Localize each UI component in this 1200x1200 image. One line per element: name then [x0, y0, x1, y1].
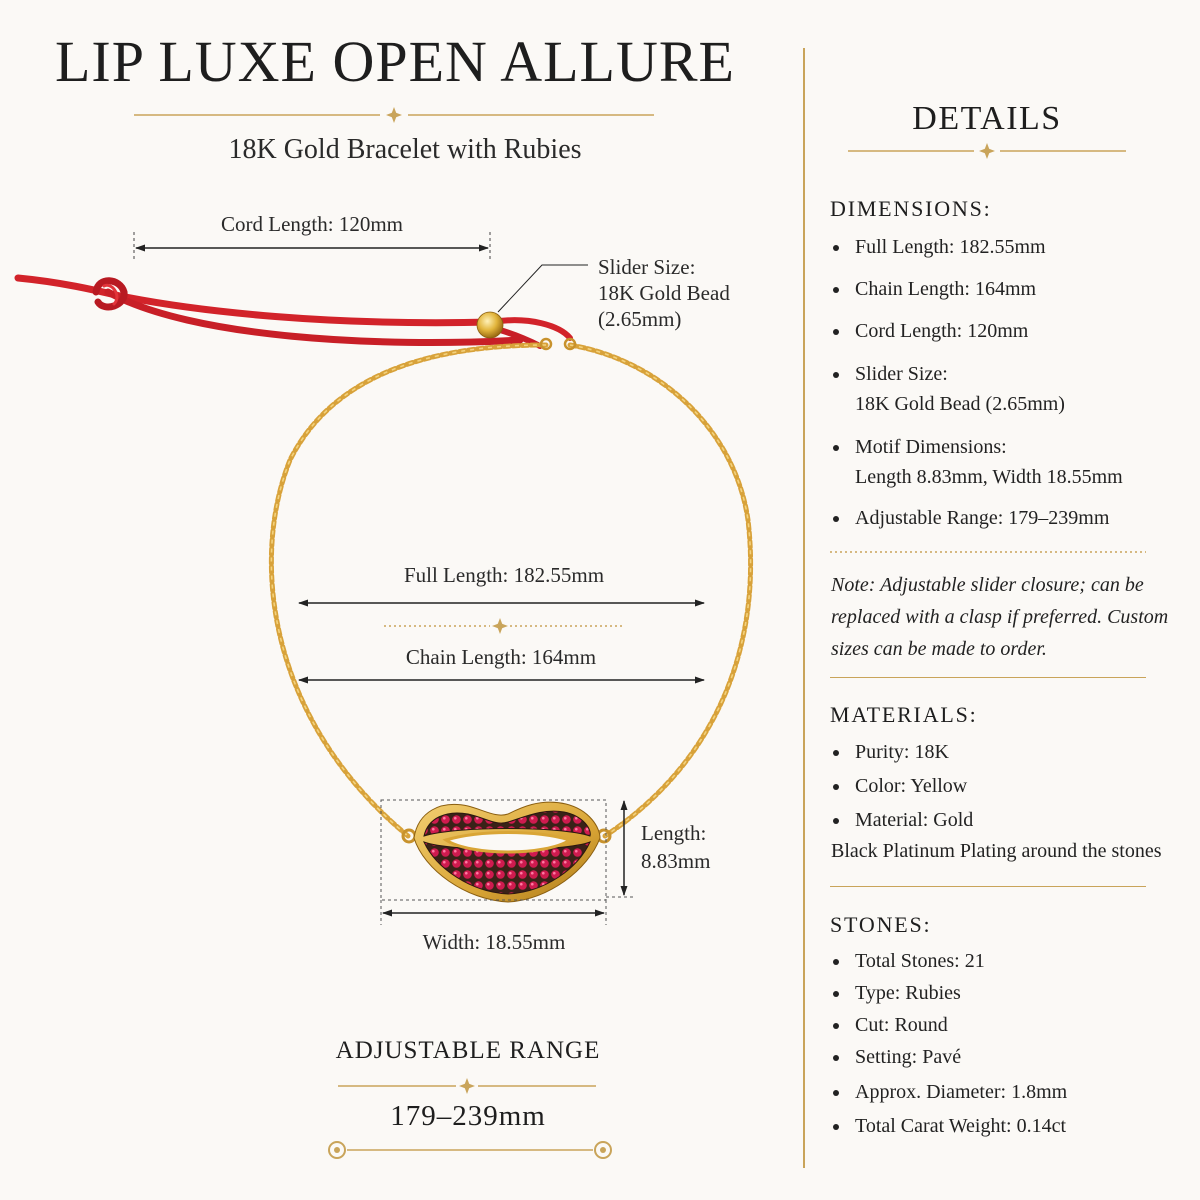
motif-bounding-box — [380, 799, 607, 901]
motif-width-label: Width: 18.55mm — [422, 930, 566, 954]
page-subtitle: 18K Gold Bracelet with Rubies — [228, 134, 582, 165]
lips-motif — [413, 801, 601, 903]
materials-heading: MATERIALS: — [830, 702, 978, 727]
adjustable-range-title: ADJUSTABLE RANGE — [335, 1037, 601, 1064]
details-title: DETAILS — [912, 100, 1062, 137]
slider-leader-line — [497, 264, 588, 313]
note-text: Note: Adjustable slider closure; can be … — [831, 574, 1169, 660]
section-divider — [830, 677, 1146, 678]
cord-length-label: Cord Length: 120mm — [221, 212, 403, 236]
gold-chain — [268, 342, 754, 839]
bracelet-diagram — [14, 232, 754, 925]
range-bottom-ornament — [328, 1141, 612, 1159]
note-dotted-divider — [830, 551, 1146, 553]
full-length-label: Full Length: 182.55mm — [403, 563, 605, 587]
slider-bead — [476, 311, 504, 339]
slider-size-label: Slider Size: — [598, 255, 696, 279]
plating-note: Black Platinum Plating around the stones — [831, 840, 1162, 862]
motif-length-label: Length: — [641, 821, 707, 845]
title-ornament-divider — [134, 107, 654, 123]
vertical-divider — [803, 48, 805, 1168]
range-ornament-divider — [338, 1078, 596, 1094]
stones-heading: STONES: — [830, 912, 932, 937]
motif-length-value: 8.83mm — [641, 849, 711, 873]
chain-length-label: Chain Length: 164mm — [405, 645, 597, 669]
dimensions-heading: DIMENSIONS: — [830, 196, 992, 221]
slider-material-label: 18K Gold Bead — [598, 281, 730, 305]
slider-diameter-label: (2.65mm) — [598, 307, 682, 331]
section-divider — [830, 886, 1146, 887]
adjustable-range-value: 179–239mm — [390, 1100, 546, 1132]
details-ornament-divider — [848, 143, 1126, 159]
page-title: LIP LUXE OPEN ALLURE — [55, 29, 735, 94]
